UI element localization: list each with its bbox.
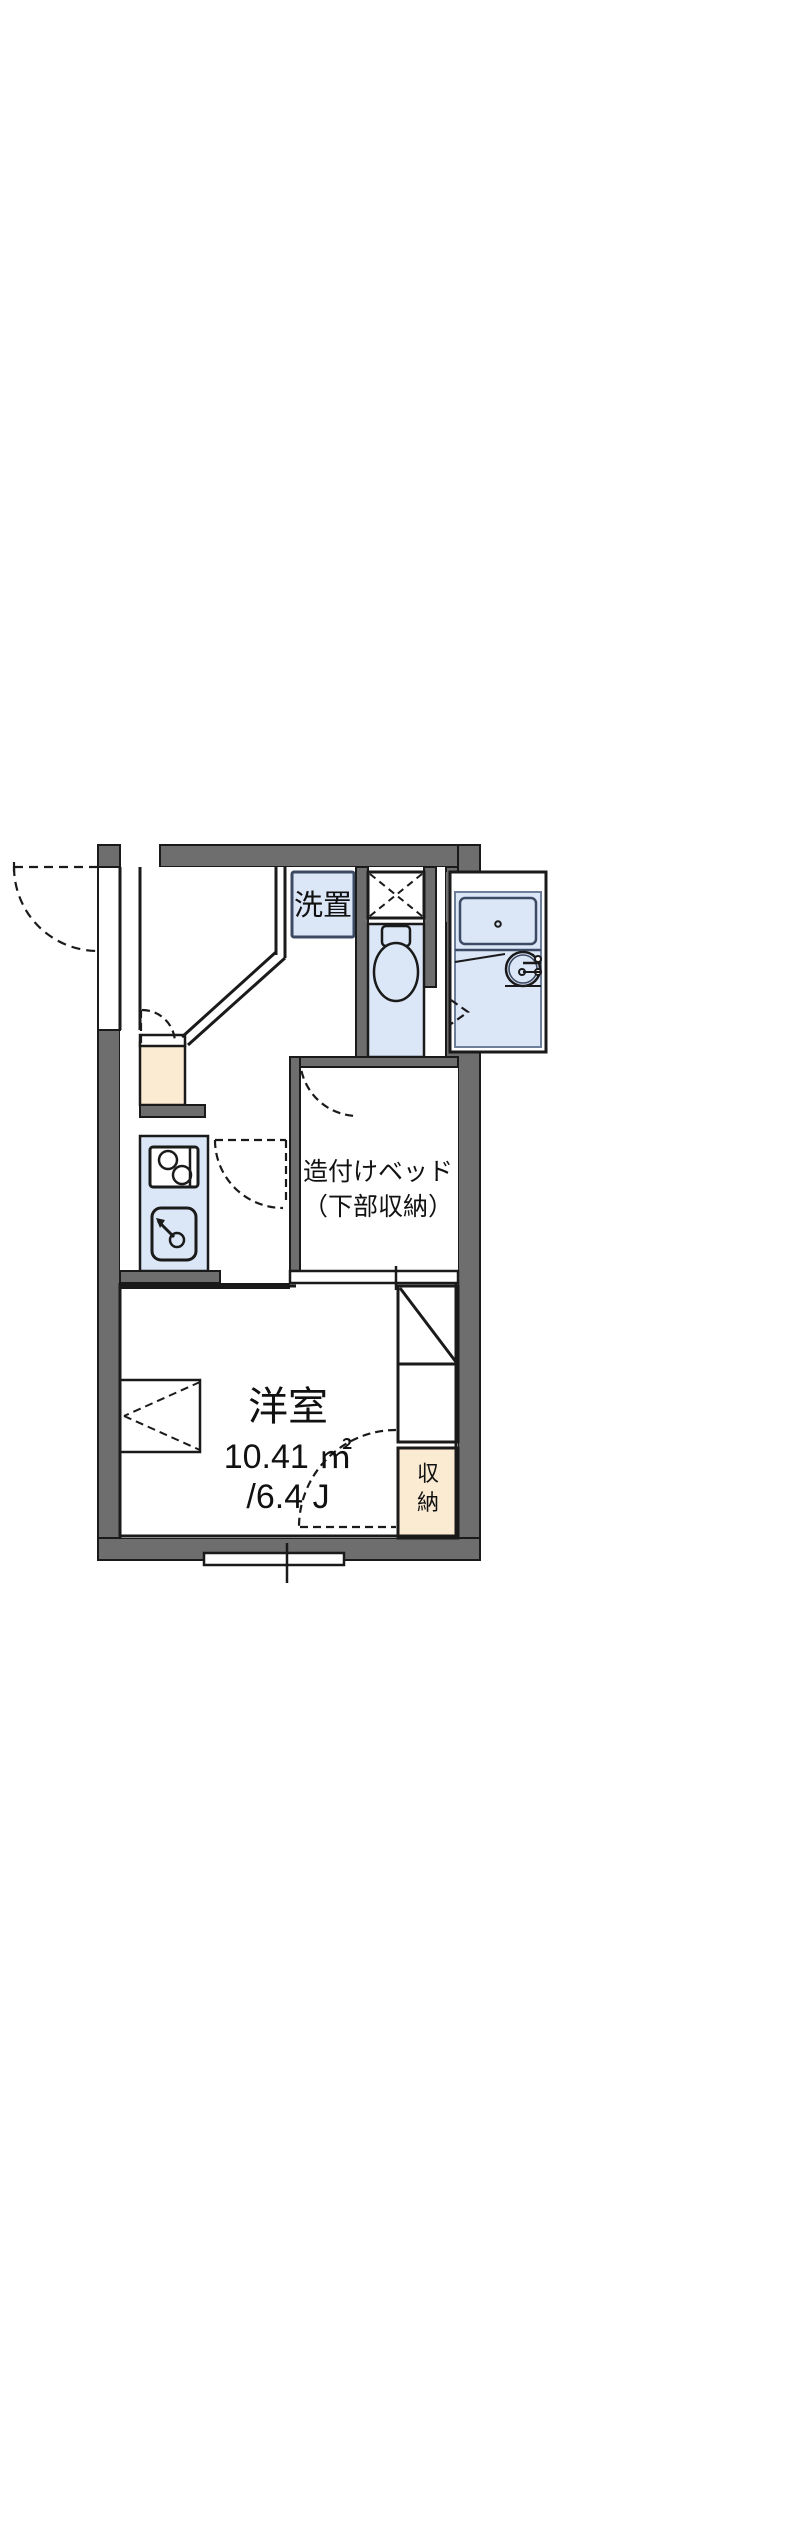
upper-shelf-diagonal: [398, 1287, 458, 1363]
entry-closet-angled-wall-outer: [186, 956, 287, 1047]
sink-faucet-head: [156, 1218, 165, 1228]
kitchen: [119, 1134, 221, 1284]
room-door-arc: [213, 1139, 284, 1210]
closet-door-arc: [297, 1428, 397, 1528]
bath-counter-edge: [454, 953, 506, 963]
lower-shelf: [396, 1362, 460, 1444]
toilet-bowl: [372, 941, 420, 1003]
toilet-overhead-shelf: [366, 870, 426, 920]
genkan-step-edge: [138, 1033, 187, 1048]
entry-closet: [180, 867, 287, 1047]
built-in-bed-label: 造付けベッド: [303, 1157, 453, 1186]
closet-label-char-1: 収: [417, 1462, 439, 1487]
sink-drain: [168, 1231, 186, 1249]
side-window-sash-a: [123, 1381, 201, 1417]
upper-shelf-closet: [396, 1284, 460, 1444]
entrance-opening: [97, 866, 121, 1031]
bathroom: [445, 866, 548, 1058]
main-window-frame: [202, 1551, 346, 1567]
side-window-frame: [118, 1378, 202, 1454]
genkan-step: [138, 1041, 187, 1107]
bed-zone-wall-top: [297, 1056, 459, 1068]
main-window: [202, 1543, 346, 1583]
basin-tap-a: [534, 955, 542, 963]
washing-machine-pan: [290, 870, 356, 939]
closet-label-char-2: 納: [417, 1491, 439, 1516]
main-room-area-sqm: 10.41 ㎡: [224, 1438, 353, 1476]
toilet-door-arc: [298, 1057, 359, 1118]
kitchen-wall-bottom: [119, 1270, 221, 1284]
closet-storage: 収 納: [297, 1428, 460, 1540]
hallway-doors: [213, 1138, 288, 1210]
toilet-room: [298, 866, 437, 1118]
bed-zone-edge-bottom: [288, 1269, 460, 1285]
exterior-wall-left-lower: [97, 1029, 121, 1561]
toilet-wall-left: [355, 866, 369, 1058]
exterior-wall-top: [159, 844, 481, 868]
floor-plan-drawing: 洗置: [12, 844, 548, 1583]
genkan-step-lip: [139, 1104, 206, 1118]
side-window-sash-b: [123, 1415, 201, 1451]
genkan-inner-door-arc: [141, 1008, 177, 1044]
closet-box: [396, 1446, 460, 1540]
washing-machine-space: 洗置: [290, 870, 356, 939]
genkan-area: [118, 867, 206, 1118]
built-in-bed-zone: 造付けベッド （下部収納）: [288, 1056, 460, 1290]
bath-door-arrow: [450, 999, 470, 1025]
main-room-area-jo: /6.4 J: [246, 1478, 329, 1516]
built-in-bed-sublabel: （下部収納）: [303, 1192, 453, 1221]
main-room-label: 洋室: [248, 1384, 328, 1430]
stove-burner-1: [157, 1149, 179, 1171]
entry-closet-angled-wall-inner: [180, 950, 278, 1039]
toilet-wall-right-upper: [423, 866, 437, 988]
bathtub-drain: [494, 920, 502, 928]
main-room: 洋室 10.41 ㎡ /6.4 J: [120, 1283, 353, 1516]
entrance-door-swing-arc: [12, 866, 99, 953]
side-window: [118, 1378, 202, 1454]
exterior-wall-left-upper: [97, 844, 121, 868]
washing-machine-label: 洗置: [294, 888, 352, 922]
bed-zone-wall-left: [289, 1056, 301, 1284]
stove-burner-2: [171, 1164, 193, 1186]
